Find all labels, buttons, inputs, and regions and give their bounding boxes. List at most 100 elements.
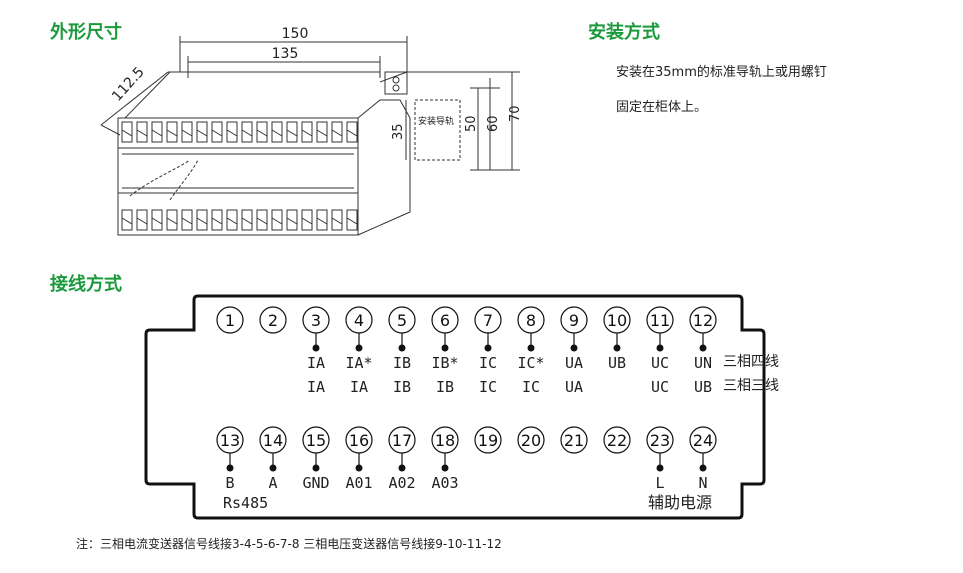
terminal-label-four-wire: UA	[565, 354, 583, 372]
terminal-number: 5	[397, 311, 407, 330]
terminal-14: 14A	[259, 426, 287, 492]
terminal-label-four-wire: UB	[608, 354, 626, 372]
device-terminal-bottom	[286, 209, 298, 231]
terminal-label-three-wire: IC	[479, 378, 497, 396]
terminal-label: B	[225, 474, 234, 492]
terminal-number: 21	[564, 431, 584, 450]
terminal-dot	[312, 464, 320, 472]
terminal-8: 8IC*IC	[517, 306, 545, 396]
device-terminal-top	[346, 121, 358, 143]
device-terminal-bottom	[151, 209, 163, 231]
terminal-label-four-wire: UN	[694, 354, 712, 372]
installation-line-2: 固定在柜体上。	[616, 100, 708, 115]
device-terminal-bottom	[241, 209, 253, 231]
terminal-number: 24	[693, 431, 713, 450]
terminal-dot	[398, 344, 406, 352]
terminal-1: 1	[216, 306, 244, 334]
terminal-dot	[527, 344, 535, 352]
mode-three-wire: 三相三线	[723, 378, 779, 394]
device-terminal-bottom	[226, 209, 238, 231]
terminal-number: 1	[225, 311, 235, 330]
terminal-label-four-wire: IC	[479, 354, 497, 372]
terminal-22: 22	[603, 426, 631, 454]
terminal-number: 4	[354, 311, 364, 330]
terminal-number: 19	[478, 431, 498, 450]
terminal-dot	[656, 464, 664, 472]
terminal-label-four-wire: UC	[651, 354, 669, 372]
device-terminal-bottom	[211, 209, 223, 231]
terminal-label-three-wire: IA	[350, 378, 368, 396]
terminal-label: N	[698, 474, 707, 492]
device-terminal-bottom	[346, 209, 358, 231]
dimensions-heading: 外形尺寸	[50, 22, 122, 43]
terminal-circle	[603, 426, 631, 454]
dim-50: 50	[464, 115, 479, 132]
dim-35: 35	[391, 123, 406, 140]
terminal-label-four-wire: IC*	[517, 354, 544, 372]
terminal-number: 15	[306, 431, 326, 450]
terminal-label-three-wire: IB	[436, 378, 454, 396]
device-terminal-bottom	[301, 209, 313, 231]
rail-label: 安装导轨	[418, 115, 454, 127]
terminal-number: 16	[349, 431, 369, 450]
device-terminal-bottom	[181, 209, 193, 231]
terminal-dot	[656, 344, 664, 352]
terminal-24: 24N	[689, 426, 717, 492]
rs485-label: Rs485	[223, 494, 268, 512]
footnote: 注：三相电流变送器信号线接3-4-5-6-7-8 三相电压变送器信号线接9-10…	[76, 537, 502, 551]
device-terminal-bottom	[136, 209, 148, 231]
terminal-dot	[312, 344, 320, 352]
terminal-circle	[517, 426, 545, 454]
terminal-label: A03	[431, 474, 458, 492]
terminal-number: 14	[263, 431, 283, 450]
device-terminal-top	[241, 121, 253, 143]
dim-70: 70	[508, 105, 523, 122]
terminal-2: 2	[259, 306, 287, 334]
terminal-dot	[441, 464, 449, 472]
device-terminal-top	[151, 121, 163, 143]
device-terminal-bottom	[316, 209, 328, 231]
terminal-number: 20	[521, 431, 541, 450]
terminal-number: 22	[607, 431, 627, 450]
terminal-number: 3	[311, 311, 321, 330]
device-terminal-top	[166, 121, 178, 143]
dim-135: 135	[272, 46, 299, 62]
device-terminal-top	[181, 121, 193, 143]
terminal-circle	[216, 306, 244, 334]
dim-112-5: 112.5	[109, 64, 148, 105]
terminal-circle	[259, 306, 287, 334]
terminal-label-three-wire: UA	[565, 378, 583, 396]
terminal-label-three-wire: IB	[393, 378, 411, 396]
terminal-number: 2	[268, 311, 278, 330]
terminal-label-four-wire: IA*	[345, 354, 372, 372]
device-terminal-bottom	[121, 209, 133, 231]
terminal-number: 6	[440, 311, 450, 330]
terminal-dot	[699, 464, 707, 472]
device-terminal-bottom	[271, 209, 283, 231]
device-terminal-top	[316, 121, 328, 143]
device-terminal-top	[136, 121, 148, 143]
installation-line-1: 安装在35mm的标准导轨上或用螺钉	[616, 65, 827, 80]
device-terminal-top	[256, 121, 268, 143]
mode-four-wire: 三相四线	[723, 354, 779, 370]
terminal-label: L	[655, 474, 664, 492]
device-terminal-top	[211, 121, 223, 143]
terminal-circle	[474, 426, 502, 454]
terminal-19: 19	[474, 426, 502, 454]
device-terminal-top	[121, 121, 133, 143]
terminal-label-three-wire: IC	[522, 378, 540, 396]
terminal-dot	[269, 464, 277, 472]
device-terminal-top	[271, 121, 283, 143]
terminal-20: 20	[517, 426, 545, 454]
device-terminal-bottom	[331, 209, 343, 231]
